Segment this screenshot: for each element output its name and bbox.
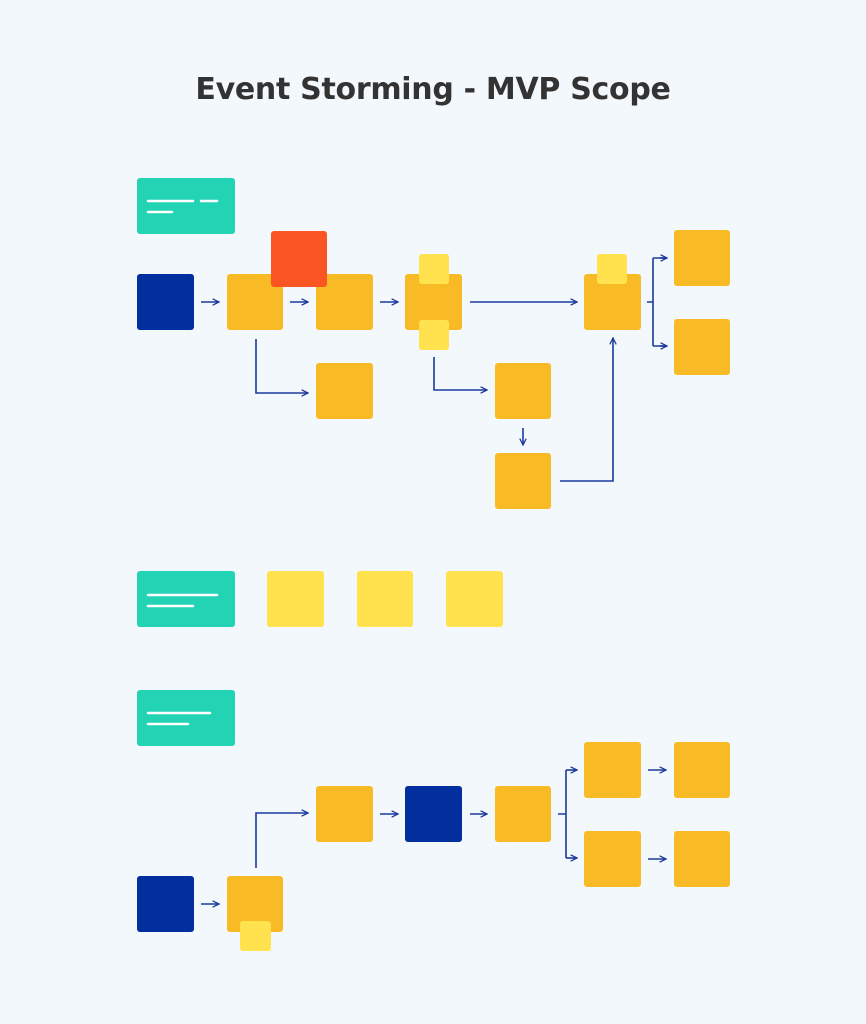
event-sticky[interactable] <box>584 274 641 330</box>
event-sticky[interactable] <box>495 363 551 419</box>
policy-sticky[interactable] <box>419 320 449 350</box>
lane-label-3[interactable] <box>137 690 235 746</box>
lane-label-2[interactable] <box>137 571 235 627</box>
event-sticky[interactable] <box>316 786 373 842</box>
event-sticky[interactable] <box>674 319 730 375</box>
event-sticky[interactable] <box>316 363 373 419</box>
lane-1-connectors <box>201 257 667 482</box>
lane-3 <box>137 690 730 951</box>
event-sticky[interactable] <box>674 742 730 798</box>
arrow-connector <box>433 357 487 390</box>
actor-sticky[interactable] <box>137 876 194 932</box>
actor-sticky[interactable] <box>137 274 194 330</box>
event-sticky[interactable] <box>227 274 283 330</box>
diagram-title: Event Storming - MVP Scope <box>195 72 671 107</box>
policy-sticky[interactable] <box>357 571 413 627</box>
lane-1 <box>137 178 730 509</box>
policy-sticky[interactable] <box>240 921 271 951</box>
arrow-connector <box>560 338 613 482</box>
arrow-connector <box>255 339 308 393</box>
policy-sticky[interactable] <box>267 571 324 627</box>
hotspot-sticky[interactable] <box>271 231 327 287</box>
event-sticky[interactable] <box>405 274 462 330</box>
branch-connector <box>647 257 667 347</box>
policy-sticky[interactable] <box>419 254 449 284</box>
policy-sticky[interactable] <box>597 254 627 284</box>
arrow-connector <box>255 813 308 868</box>
policy-sticky[interactable] <box>446 571 503 627</box>
event-sticky[interactable] <box>674 831 730 887</box>
event-sticky[interactable] <box>674 230 730 286</box>
actor-sticky[interactable] <box>405 786 462 842</box>
event-sticky[interactable] <box>495 786 551 842</box>
branch-connector <box>558 770 567 858</box>
event-sticky[interactable] <box>584 831 641 887</box>
event-sticky[interactable] <box>584 742 641 798</box>
lane-2 <box>137 571 503 627</box>
event-sticky[interactable] <box>227 876 283 932</box>
event-sticky[interactable] <box>495 453 551 509</box>
lane-label-1[interactable] <box>137 178 235 234</box>
event-sticky[interactable] <box>316 274 373 330</box>
lane-3-connectors <box>201 770 666 904</box>
